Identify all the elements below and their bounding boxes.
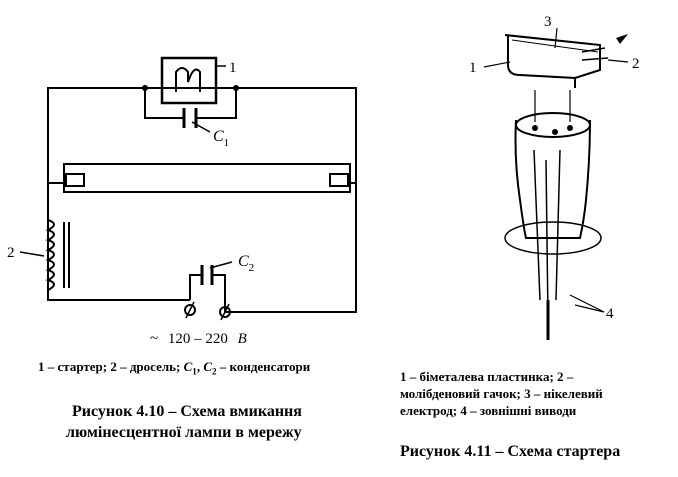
lead-contact-dot: [567, 125, 573, 131]
c2-label: C2: [238, 253, 254, 274]
starter-label: 1: [229, 60, 237, 76]
circuit-wire-right: [225, 183, 357, 313]
starter-base-disc: [504, 221, 602, 255]
choke-core: [63, 222, 70, 288]
bimetal-label: 1: [469, 60, 477, 76]
junction-dot: [142, 85, 148, 91]
choke-coil: [45, 219, 55, 291]
c1-label: C1: [213, 128, 229, 149]
c2-wire: [189, 274, 226, 312]
bimetal-leader-line: [483, 61, 511, 68]
c1-wire: [144, 88, 237, 119]
right-figure-legend-line1: 1 – біметалева пластинка; 2 –: [400, 369, 574, 384]
starter-bulb: [514, 119, 591, 239]
left-figure-caption-line1: Рисунок 4.10 – Схема вмикання: [72, 403, 302, 420]
junction-dot: [233, 85, 239, 91]
external-lead: [533, 149, 561, 321]
electrode-leader-line: [554, 27, 558, 49]
leads-leader-line: [574, 304, 605, 313]
right-figure-legend-line2: молібденовий гачок; 3 – нікелевий: [400, 386, 603, 401]
lamp-electrode-left: [65, 173, 85, 187]
starter-bulb-top: [515, 112, 591, 138]
choke-label: 2: [7, 245, 15, 261]
lead-contact-dot: [552, 129, 558, 135]
lamp-electrode-right: [329, 173, 349, 187]
choke-leader-line: [19, 251, 45, 257]
starter-bimetal-symbol: [175, 67, 201, 92]
circuit-wire-left: [47, 183, 190, 301]
c1-leader-line: [191, 121, 211, 133]
circuit-wire-top: [47, 87, 357, 183]
left-figure-caption-line2: люмінесцентної лампи в мережу: [66, 424, 302, 441]
terminal-left: [184, 304, 196, 316]
lamp-tube: [63, 163, 351, 193]
lead-contact-dot: [532, 125, 538, 131]
c2-leader-line: [209, 261, 233, 269]
electrode-label: 3: [544, 14, 552, 30]
arrow-head: [616, 34, 628, 44]
bimetal-strip: [507, 35, 576, 88]
molybdenum-hook: [581, 47, 609, 61]
right-figure-legend-line3: електрод; 4 – зовнішні виводи: [400, 403, 577, 418]
starter-box: [160, 56, 218, 105]
right-figure-caption: Рисунок 4.11 – Схема стартера: [400, 443, 621, 460]
hook-leader-line: [607, 59, 629, 63]
left-figure-legend: 1 – стартер; 2 – дросель; C1, C2 – конде…: [38, 359, 311, 377]
hook-label: 2: [632, 56, 640, 72]
leads-leader-line: [569, 294, 605, 313]
terminal-right: [219, 306, 231, 318]
voltage-label: ~ 120 – 220 В: [150, 331, 247, 347]
leads-label: 4: [606, 306, 614, 322]
